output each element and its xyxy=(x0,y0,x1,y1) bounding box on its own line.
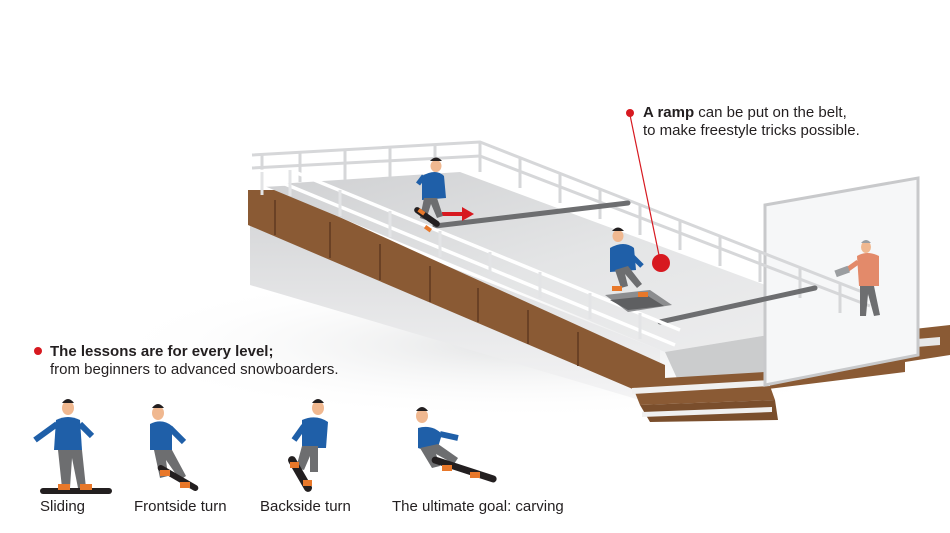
instructor-glass-screen xyxy=(763,176,920,387)
bullet-dot-icon xyxy=(34,347,42,355)
snowboarder-upper-belt xyxy=(414,157,446,233)
snowboarder-on-ramp xyxy=(610,227,648,297)
stage-figure-carving xyxy=(416,407,497,483)
stage-figure-sliding xyxy=(33,399,112,494)
stage-caption-frontside-turn: Frontside turn xyxy=(134,498,227,515)
ramp-callout-bold: A ramp xyxy=(643,104,695,121)
stage-figure-frontside-turn xyxy=(150,404,199,491)
callout-target-ball xyxy=(652,254,670,272)
belt-direction-arrow xyxy=(442,207,474,221)
treadmill-belt xyxy=(262,172,860,352)
stage-caption-carving: The ultimate goal: carving xyxy=(392,498,564,515)
grind-rail-lower xyxy=(657,285,818,325)
levels-callout-line2: from beginners to advanced snowboarders. xyxy=(50,361,339,378)
levels-callout-line1: The lessons are for every level; xyxy=(50,343,274,360)
instructor xyxy=(834,240,880,316)
front-railing xyxy=(249,168,681,347)
ramp-callout-rest: can be put on the belt, xyxy=(694,104,847,121)
wooden-frame-front xyxy=(248,190,665,392)
stage-caption-backside-turn: Backside turn xyxy=(260,498,351,515)
wooden-frame-posts xyxy=(274,200,579,366)
ramp-callout-line2: to make freestyle tricks possible. xyxy=(643,122,860,139)
bullet-dot-icon xyxy=(626,109,634,117)
front-steps xyxy=(630,372,778,422)
ramp-callout: A ramp can be put on the belt, to make f… xyxy=(626,104,926,140)
grind-rail-upper xyxy=(432,200,631,229)
stage-figure-backside-turn xyxy=(288,399,328,492)
ramp-callout-pointer xyxy=(629,114,661,261)
stage-caption-sliding: Sliding xyxy=(40,498,86,515)
levels-callout: The lessons are for every level; from be… xyxy=(34,343,414,379)
